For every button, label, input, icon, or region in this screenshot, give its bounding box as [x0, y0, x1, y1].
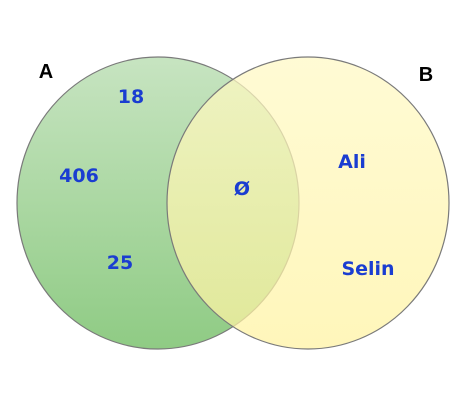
- set-b-element: Selin: [341, 258, 394, 280]
- set-a-element: 25: [107, 252, 133, 274]
- set-a-label: A: [39, 61, 53, 83]
- set-b-element: Ali: [338, 151, 366, 173]
- set-a-element: 406: [59, 165, 99, 187]
- intersection-element: Ø: [234, 178, 250, 200]
- set-b-label: B: [419, 64, 433, 86]
- set-a-element: 18: [118, 86, 144, 108]
- set-b-circle: [166, 56, 450, 350]
